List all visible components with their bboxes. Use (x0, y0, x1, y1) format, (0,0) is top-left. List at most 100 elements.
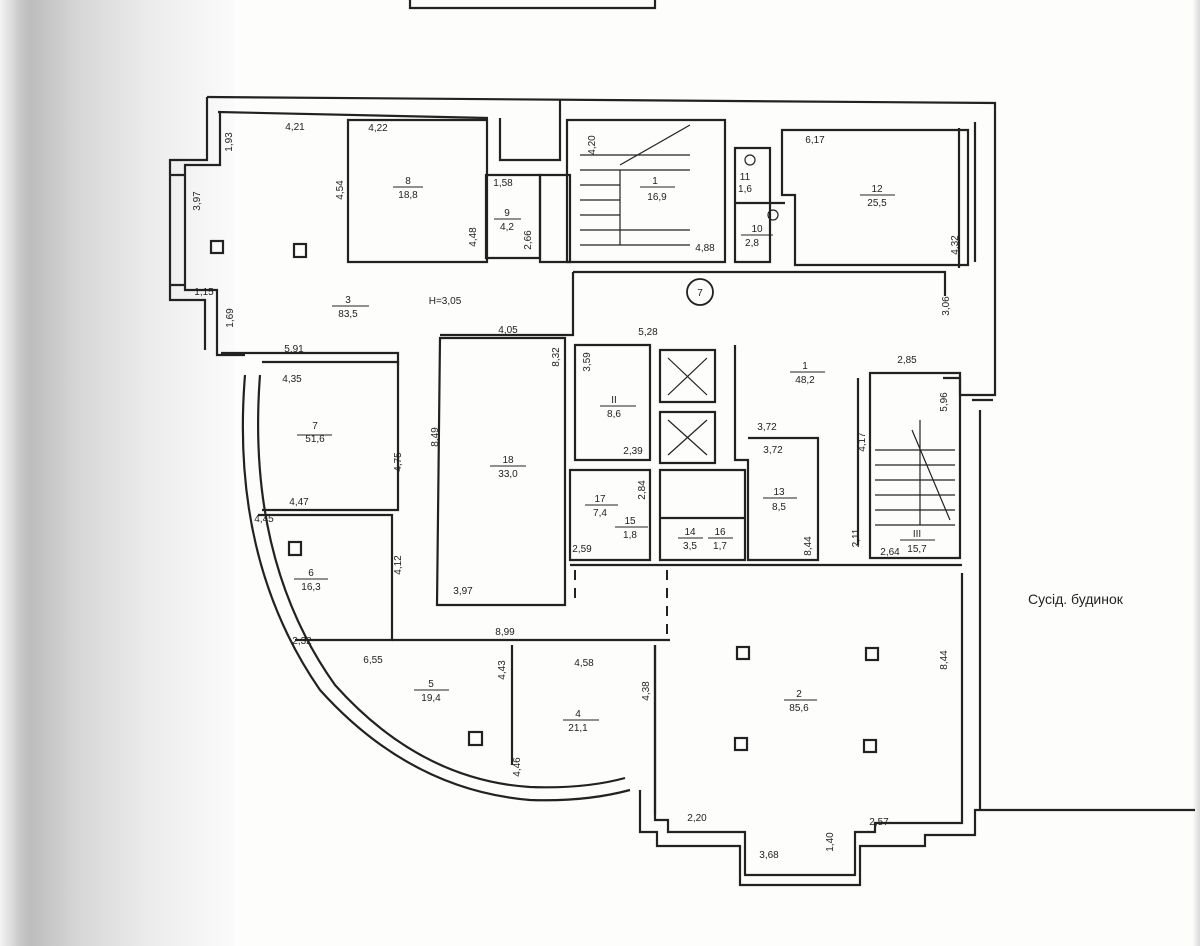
room-17: 177,4 (585, 494, 618, 519)
svg-text:85,6: 85,6 (789, 703, 809, 714)
svg-text:3,06: 3,06 (941, 296, 952, 316)
svg-text:15,7: 15,7 (907, 544, 927, 555)
interior-walls (221, 118, 970, 815)
svg-text:4,75: 4,75 (393, 452, 404, 472)
svg-text:15: 15 (624, 516, 636, 527)
room-II: II 8,6 (600, 395, 636, 420)
svg-text:18,8: 18,8 (398, 190, 418, 201)
upper-plan-fragment (408, 0, 657, 10)
svg-text:4,35: 4,35 (282, 374, 302, 385)
svg-text:2,59: 2,59 (572, 544, 592, 555)
dimensions-horizontal: 4,21 4,22 1,58 6,17 4,88 1,15 5,91 4,35 … (194, 122, 917, 861)
toilet-icon (744, 154, 756, 166)
svg-text:5,96: 5,96 (939, 392, 950, 412)
svg-text:1: 1 (652, 176, 658, 187)
svg-text:21,1: 21,1 (568, 723, 588, 734)
svg-text:4,47: 4,47 (289, 497, 309, 508)
svg-text:25,5: 25,5 (867, 198, 887, 209)
room-4: 421,1 (563, 709, 599, 734)
svg-text:1,7: 1,7 (713, 541, 727, 552)
svg-text:3,5: 3,5 (683, 541, 697, 552)
svg-text:4,54: 4,54 (335, 180, 346, 200)
svg-text:2,32: 2,32 (292, 636, 312, 647)
svg-text:3,72: 3,72 (757, 422, 777, 433)
svg-text:III: III (913, 529, 921, 540)
room-14: 143,5 (678, 527, 703, 552)
svg-text:4,32: 4,32 (950, 235, 961, 255)
svg-text:83,5: 83,5 (338, 309, 358, 320)
svg-text:8: 8 (405, 176, 411, 187)
room-3: 383,5 (332, 295, 369, 320)
svg-text:6: 6 (308, 568, 314, 579)
svg-text:2,20: 2,20 (687, 813, 707, 824)
room-2: 285,6 (784, 689, 817, 714)
dimensions-vertical: 1,93 3,97 1,69 4,54 4,48 2,66 8,32 8,49 … (192, 132, 961, 852)
column (467, 730, 484, 747)
svg-text:1,15: 1,15 (194, 287, 214, 298)
svg-text:33,0: 33,0 (498, 469, 518, 480)
scan-shadow (0, 0, 235, 946)
svg-text:8,49: 8,49 (430, 427, 441, 447)
room-1-stair: 116,9 (640, 176, 675, 203)
svg-text:1,40: 1,40 (825, 832, 836, 852)
columns (209, 239, 880, 754)
svg-text:4,58: 4,58 (574, 658, 594, 669)
svg-text:13: 13 (773, 487, 785, 498)
room-16: 161,7 (708, 527, 733, 552)
svg-text:7,4: 7,4 (593, 508, 607, 519)
svg-text:1,69: 1,69 (225, 308, 236, 328)
column (735, 645, 751, 661)
svg-text:8,32: 8,32 (551, 347, 562, 367)
svg-text:8,44: 8,44 (939, 650, 950, 670)
svg-text:4,38: 4,38 (641, 681, 652, 701)
svg-text:10: 10 (751, 224, 763, 235)
room-10: 102,8 (741, 224, 773, 249)
svg-text:4,45: 4,45 (254, 514, 274, 525)
svg-text:4,20: 4,20 (587, 135, 598, 155)
svg-text:4,43: 4,43 (497, 660, 508, 680)
svg-text:1,6: 1,6 (738, 184, 752, 195)
svg-text:18: 18 (502, 455, 514, 466)
svg-text:2,39: 2,39 (623, 446, 643, 457)
svg-text:2: 2 (796, 689, 802, 700)
svg-text:19,4: 19,4 (421, 693, 441, 704)
svg-text:8,6: 8,6 (607, 409, 621, 420)
svg-text:7: 7 (312, 421, 318, 432)
svg-text:7: 7 (697, 288, 703, 299)
svg-text:4,22: 4,22 (368, 123, 388, 134)
room-15: 151,8 (615, 516, 648, 541)
svg-text:17: 17 (594, 494, 606, 505)
svg-text:11: 11 (740, 172, 751, 183)
svg-text:51,6: 51,6 (305, 434, 325, 445)
svg-text:2,64: 2,64 (880, 547, 900, 558)
svg-text:2,8: 2,8 (745, 238, 759, 249)
svg-text:9: 9 (504, 208, 510, 219)
room-9: 94,2 (494, 208, 521, 233)
svg-text:1: 1 (802, 361, 808, 372)
svg-text:3,97: 3,97 (453, 586, 473, 597)
svg-text:6,55: 6,55 (363, 655, 383, 666)
room-III: III 15,7 (900, 529, 935, 555)
svg-text:1,8: 1,8 (623, 530, 637, 541)
column (864, 646, 880, 662)
svg-text:5: 5 (428, 679, 434, 690)
room-1-corridor: 148,2 (790, 361, 825, 386)
room-7: 751,6 (297, 421, 332, 445)
svg-text:II: II (611, 395, 617, 406)
ceiling-height: H=3,05 (429, 296, 462, 307)
svg-text:4,21: 4,21 (285, 122, 305, 133)
svg-text:4,88: 4,88 (695, 243, 715, 254)
svg-text:2,11: 2,11 (851, 528, 862, 547)
svg-text:8,5: 8,5 (772, 502, 786, 513)
column (733, 736, 749, 752)
svg-text:4,12: 4,12 (393, 555, 404, 575)
svg-text:5,28: 5,28 (638, 327, 658, 338)
column (862, 738, 878, 754)
scan-edge-right (1192, 0, 1200, 946)
svg-text:3,59: 3,59 (582, 352, 593, 372)
column (287, 540, 303, 557)
svg-text:3,97: 3,97 (192, 191, 203, 211)
